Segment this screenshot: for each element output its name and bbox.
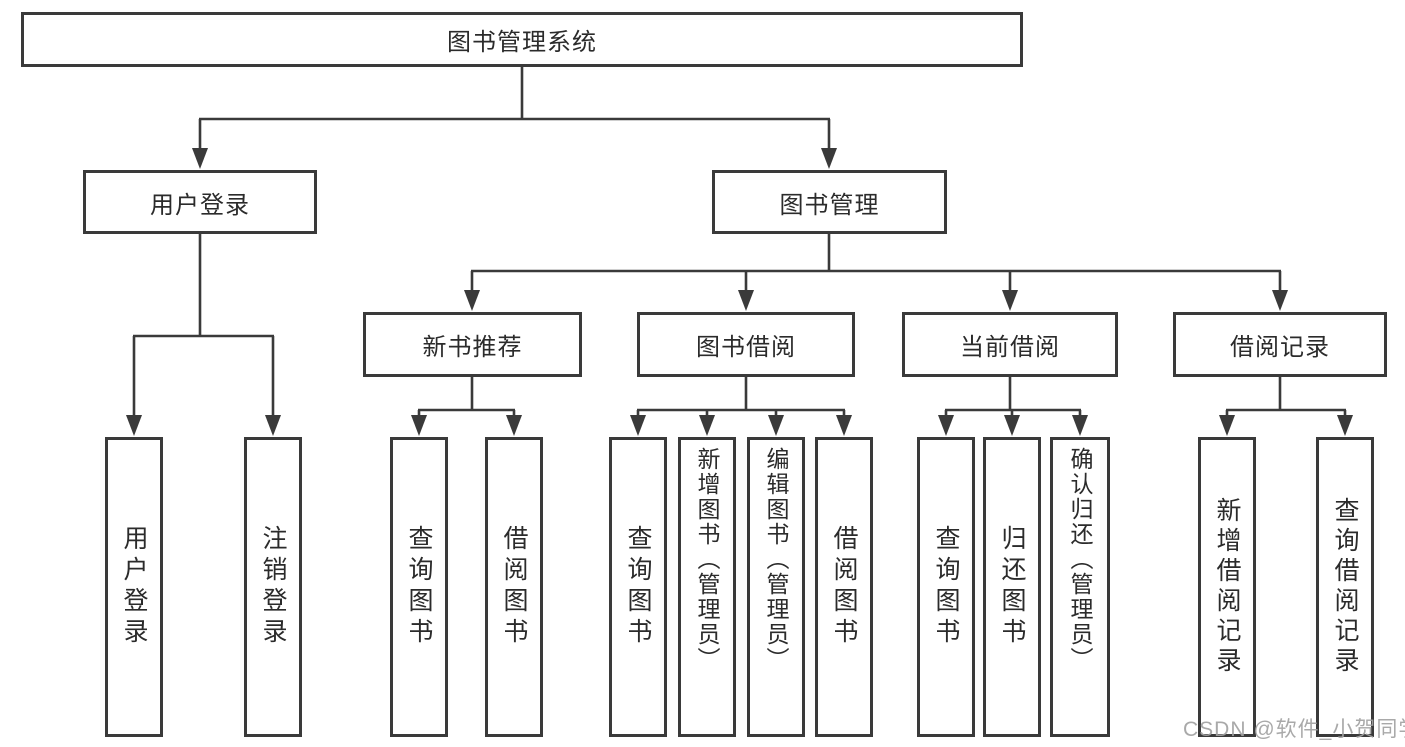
leaf-query-borrow-record: 查询借阅记录: [1316, 437, 1374, 737]
leaf-label: 借阅图书: [500, 525, 528, 649]
node-label: 新书推荐: [422, 334, 523, 361]
leaf-label: 用户登录: [120, 525, 148, 649]
leaf-borrow-books-borrowing: 借阅图书: [815, 437, 873, 737]
leaf-label: 注销登录: [259, 525, 287, 649]
node-label: 当前借阅: [960, 334, 1060, 361]
leaf-logout: 注销登录: [244, 437, 302, 737]
leaf-label: 新增图书（管理员）: [694, 447, 720, 672]
node-user-login: 用户登录: [83, 170, 317, 234]
node-label: 用户登录: [150, 191, 250, 219]
leaf-label: 查询借阅记录: [1331, 497, 1359, 677]
node-book-borrowing: 图书借阅: [637, 312, 855, 377]
leaf-borrow-books-recommend: 借阅图书: [485, 437, 543, 737]
csdn-watermark: CSDN @软件_小贺同学: [1183, 718, 1405, 741]
node-book-management: 图书管理: [712, 170, 947, 234]
node-label: 图书管理: [779, 191, 880, 219]
leaf-edit-books-admin: 编辑图书（管理员）: [747, 437, 805, 737]
node-library-management-system: 图书管理系统: [21, 12, 1023, 67]
leaf-confirm-return-admin: 确认归还（管理员）: [1050, 437, 1110, 737]
leaf-query-books-recommend: 查询图书: [390, 437, 448, 737]
leaf-user-login: 用户登录: [105, 437, 163, 737]
leaf-label: 确认归还（管理员）: [1067, 447, 1093, 672]
leaf-label: 借阅图书: [830, 525, 858, 649]
leaf-query-books-current: 查询图书: [917, 437, 975, 737]
leaf-label: 新增借阅记录: [1213, 497, 1241, 677]
node-borrowing-records: 借阅记录: [1173, 312, 1387, 377]
node-current-borrowing: 当前借阅: [902, 312, 1118, 377]
leaf-label: 编辑图书（管理员）: [763, 447, 789, 672]
leaf-query-books-borrowing: 查询图书: [609, 437, 667, 737]
arrowhead-icons: [126, 148, 1353, 436]
leaf-label: 归还图书: [998, 525, 1026, 649]
node-label: 图书借阅: [696, 334, 796, 361]
leaf-add-borrow-record: 新增借阅记录: [1198, 437, 1256, 737]
leaf-return-books: 归还图书: [983, 437, 1041, 737]
leaf-add-books-admin: 新增图书（管理员）: [678, 437, 736, 737]
node-new-book-recommendation: 新书推荐: [363, 312, 582, 377]
node-label: 图书管理系统: [447, 29, 597, 56]
leaf-label: 查询图书: [405, 525, 433, 649]
leaf-label: 查询图书: [932, 525, 960, 649]
node-label: 借阅记录: [1230, 334, 1330, 361]
leaf-label: 查询图书: [624, 525, 652, 649]
